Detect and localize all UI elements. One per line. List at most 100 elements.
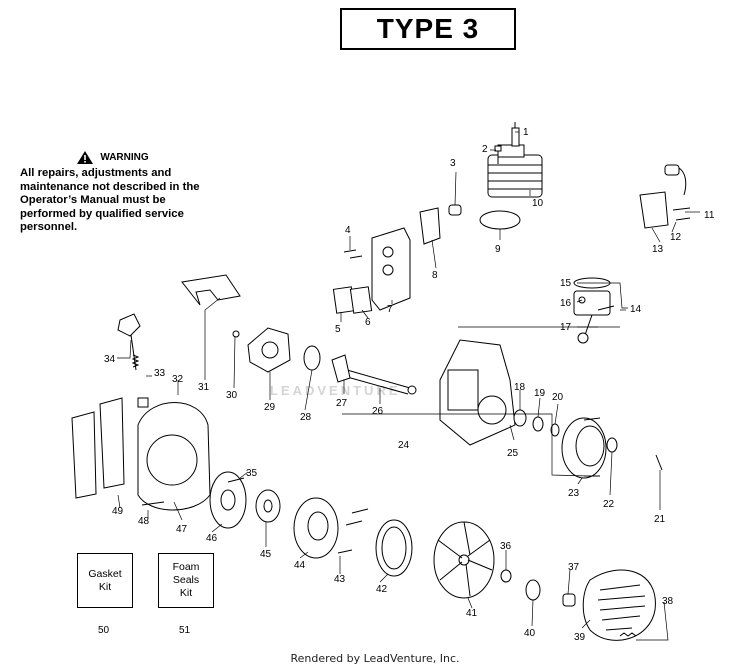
part-label-1[interactable]: 1 bbox=[523, 127, 529, 138]
ignition-module-part[interactable] bbox=[639, 164, 691, 229]
volute-part[interactable] bbox=[293, 497, 339, 559]
washer-40-part[interactable] bbox=[525, 579, 541, 601]
part-label-34[interactable]: 34 bbox=[104, 354, 116, 365]
foam-seals-kit-number: 51 bbox=[179, 625, 191, 636]
seal-18-part[interactable] bbox=[513, 409, 527, 427]
part-label-37[interactable]: 37 bbox=[568, 562, 580, 573]
part-label-49[interactable]: 49 bbox=[112, 506, 124, 517]
nut-37-part[interactable] bbox=[562, 593, 576, 607]
part-label-32[interactable]: 32 bbox=[172, 374, 184, 385]
cylinder-part[interactable] bbox=[487, 144, 543, 198]
part-label-29[interactable]: 29 bbox=[264, 402, 276, 413]
guard-39-part[interactable] bbox=[582, 569, 656, 641]
part-label-26[interactable]: 26 bbox=[372, 406, 384, 417]
part-label-33[interactable]: 33 bbox=[154, 368, 166, 379]
part-label-30[interactable]: 30 bbox=[226, 390, 238, 401]
part-label-5[interactable]: 5 bbox=[335, 324, 341, 335]
bracket-part[interactable] bbox=[419, 207, 441, 245]
part-label-35[interactable]: 35 bbox=[246, 468, 258, 479]
part-label-48[interactable]: 48 bbox=[138, 516, 150, 527]
part-label-42[interactable]: 42 bbox=[376, 584, 388, 595]
watermark-text: LEADVENTURE bbox=[270, 383, 401, 398]
part-label-44[interactable]: 44 bbox=[294, 560, 306, 571]
fan-housing-part[interactable] bbox=[137, 402, 211, 511]
part-label-39[interactable]: 39 bbox=[574, 632, 586, 643]
part-label-11[interactable]: 11 bbox=[704, 210, 715, 221]
screw-43a[interactable] bbox=[337, 549, 353, 554]
part-label-46[interactable]: 46 bbox=[206, 533, 218, 544]
screw-35[interactable] bbox=[227, 477, 245, 483]
flywheel-part[interactable] bbox=[561, 417, 607, 479]
crankshaft-part[interactable] bbox=[331, 354, 417, 395]
part-label-25[interactable]: 25 bbox=[507, 448, 519, 459]
ring-42-part[interactable] bbox=[375, 519, 413, 577]
part-label-13[interactable]: 13 bbox=[652, 244, 664, 255]
screw-4a[interactable] bbox=[343, 249, 357, 253]
muffler-gasket-part[interactable] bbox=[332, 286, 373, 314]
piston-assembly-part[interactable] bbox=[573, 277, 615, 344]
part-label-40[interactable]: 40 bbox=[524, 628, 536, 639]
part-label-43[interactable]: 43 bbox=[334, 574, 346, 585]
crankcase-part[interactable] bbox=[439, 339, 516, 446]
part-label-14[interactable]: 14 bbox=[630, 304, 642, 315]
part-label-22[interactable]: 22 bbox=[603, 499, 615, 510]
part-label-20[interactable]: 20 bbox=[552, 392, 564, 403]
screw-48[interactable] bbox=[141, 501, 165, 506]
key-21-part[interactable] bbox=[655, 454, 663, 471]
part-label-28[interactable]: 28 bbox=[300, 412, 312, 423]
housing-29-part[interactable] bbox=[247, 327, 291, 373]
part-label-9[interactable]: 9 bbox=[495, 244, 501, 255]
bracket-31-part[interactable] bbox=[181, 274, 241, 306]
cylinder-gasket-part[interactable] bbox=[479, 210, 521, 230]
part-label-47[interactable]: 47 bbox=[176, 524, 188, 535]
muffler-part[interactable] bbox=[371, 227, 411, 311]
part-label-3[interactable]: 3 bbox=[450, 158, 456, 169]
part-label-38[interactable]: 38 bbox=[662, 596, 674, 607]
spring-38-part[interactable] bbox=[619, 632, 637, 637]
diagram-title: TYPE 3 bbox=[376, 13, 480, 44]
impeller-46-part[interactable] bbox=[209, 471, 247, 529]
screw-30[interactable] bbox=[232, 330, 240, 338]
bolt-2-part[interactable] bbox=[494, 145, 502, 164]
part-label-27[interactable]: 27 bbox=[336, 398, 348, 409]
part-label-23[interactable]: 23 bbox=[568, 488, 580, 499]
knob-part[interactable] bbox=[117, 313, 141, 371]
o-ring-part[interactable] bbox=[303, 345, 321, 371]
part-label-15[interactable]: 15 bbox=[560, 278, 572, 289]
part-label-12[interactable]: 12 bbox=[670, 232, 682, 243]
spark-plug-part[interactable] bbox=[511, 122, 520, 147]
title-box: TYPE 3 bbox=[340, 8, 516, 50]
seal-19-part[interactable] bbox=[532, 416, 544, 432]
part-label-6[interactable]: 6 bbox=[365, 317, 371, 328]
washer-45-part[interactable] bbox=[255, 489, 281, 523]
washer-22-part[interactable] bbox=[606, 437, 618, 453]
part-label-36[interactable]: 36 bbox=[500, 541, 512, 552]
part-label-41[interactable]: 41 bbox=[466, 608, 478, 619]
nut-33-part[interactable] bbox=[137, 397, 149, 408]
part-label-18[interactable]: 18 bbox=[514, 382, 526, 393]
part-label-7[interactable]: 7 bbox=[387, 304, 393, 315]
foam-seals-kit-label: Foam Seals Kit bbox=[172, 561, 200, 599]
part-3-shape[interactable] bbox=[448, 204, 462, 216]
part-label-10[interactable]: 10 bbox=[532, 198, 544, 209]
part-label-45[interactable]: 45 bbox=[260, 549, 272, 560]
leader-lines bbox=[117, 131, 700, 641]
part-label-2[interactable]: 2 bbox=[482, 144, 488, 155]
part-label-19[interactable]: 19 bbox=[534, 388, 546, 399]
part-label-4[interactable]: 4 bbox=[345, 225, 351, 236]
part-label-31[interactable]: 31 bbox=[198, 382, 210, 393]
nut-36-part[interactable] bbox=[500, 569, 512, 583]
screw-43c[interactable] bbox=[351, 508, 369, 514]
part-label-8[interactable]: 8 bbox=[432, 270, 438, 281]
screw-43b[interactable] bbox=[345, 520, 363, 526]
warning-heading: WARNING bbox=[100, 152, 149, 163]
foam-seals-kit-box: Foam Seals Kit bbox=[158, 553, 214, 608]
part-label-17[interactable]: 17 bbox=[560, 322, 572, 333]
part-label-21[interactable]: 21 bbox=[654, 514, 666, 525]
screw-4b[interactable] bbox=[349, 255, 363, 259]
part-label-24[interactable]: 24 bbox=[398, 440, 410, 451]
part-label-16[interactable]: 16 bbox=[560, 298, 572, 309]
fan-41-part[interactable] bbox=[433, 521, 495, 599]
foam-seal-part[interactable] bbox=[71, 397, 125, 499]
